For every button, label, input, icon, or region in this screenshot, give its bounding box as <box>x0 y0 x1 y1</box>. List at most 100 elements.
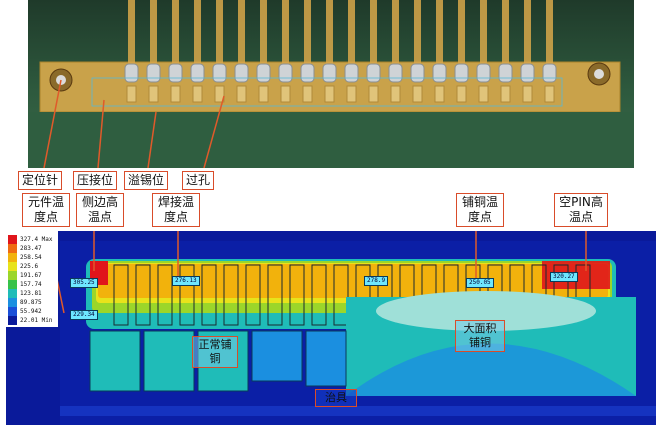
normal-copper-block-1 <box>89 330 141 392</box>
legend-swatch <box>8 289 17 298</box>
solder-blob <box>454 63 469 83</box>
probe-mid: 278.9 <box>364 276 389 286</box>
flex-finger <box>150 0 157 74</box>
legend-level: 327.4 Max <box>20 236 53 243</box>
solder-blob <box>234 63 249 83</box>
pin-outline <box>333 264 349 326</box>
pin-outline <box>311 264 327 326</box>
locating-pin-right-head <box>594 69 604 79</box>
fixture-base <box>60 406 656 416</box>
flex-finger <box>458 0 465 74</box>
normal-copper-block-4 <box>251 330 303 382</box>
pin-outline <box>289 264 305 326</box>
label-copper-temp-point: 铺铜温度点 <box>456 193 504 227</box>
legend-swatch <box>8 235 17 244</box>
label-locating-pin: 定位针 <box>18 171 63 190</box>
flex-finger <box>502 0 509 74</box>
solder-blob <box>520 63 535 83</box>
photo-leader-lines <box>43 79 225 168</box>
solder-blob <box>322 63 337 83</box>
flex-finger <box>194 0 201 74</box>
copper-warm-zone <box>376 291 596 331</box>
solder-blob <box>256 63 271 83</box>
press-pad <box>412 85 423 103</box>
legend-swatch <box>8 253 17 262</box>
press-pad <box>434 85 445 103</box>
flex-finger <box>128 0 135 74</box>
legend-swatch <box>8 307 17 316</box>
press-pad <box>544 85 555 103</box>
pin-outline <box>223 264 239 326</box>
solder-blob <box>278 63 293 83</box>
flex-finger <box>392 0 399 74</box>
solder-blob <box>146 63 161 83</box>
pin-outline <box>267 264 283 326</box>
label-large-copper: 大面积铺铜 <box>455 320 505 352</box>
flex-finger <box>238 0 245 74</box>
solder-blob <box>542 63 557 83</box>
legend-level: 225.6 <box>20 263 39 270</box>
solder-blob <box>168 63 183 83</box>
probe-side-high: 305.25 <box>70 278 98 288</box>
legend-level: 258.54 <box>20 254 42 261</box>
solder-blob <box>190 63 205 83</box>
press-pad <box>258 85 269 103</box>
label-via-hole: 过孔 <box>182 171 215 190</box>
flex-finger <box>348 0 355 74</box>
pin-outline <box>245 264 261 326</box>
label-fixture: 治具 <box>315 389 357 407</box>
flex-finger <box>304 0 311 74</box>
pin-outline <box>157 264 173 326</box>
solder-blob <box>212 63 227 83</box>
copper-cool-zone <box>346 343 636 396</box>
legend-swatch <box>8 280 17 289</box>
legend-level: 55.942 <box>20 308 42 315</box>
press-pad <box>214 85 225 103</box>
flex-finger <box>282 0 289 74</box>
press-pad <box>280 85 291 103</box>
flex-fingers <box>128 0 553 74</box>
probe-solder: 276.13 <box>172 276 200 286</box>
press-pad <box>126 85 137 103</box>
solder-blob <box>344 63 359 83</box>
pin-outline <box>179 264 195 326</box>
legend-level: 157.74 <box>20 281 42 288</box>
legend-level: 191.67 <box>20 272 42 279</box>
solder-blob <box>366 63 381 83</box>
press-pad <box>170 85 181 103</box>
probe-empty-pin: 320.27 <box>550 272 578 282</box>
label-solder-overflow: 溢锡位 <box>124 171 169 190</box>
press-area-outline <box>91 77 563 107</box>
press-pad <box>456 85 467 103</box>
legend-swatch <box>8 262 17 271</box>
label-normal-copper: 正常铺铜 <box>192 336 238 368</box>
pin-outline <box>113 264 129 326</box>
label-component-temp-point: 元件温度点 <box>22 193 70 227</box>
solder-blob <box>498 63 513 83</box>
probe-component: 229.34 <box>70 310 98 320</box>
flex-finger <box>370 0 377 74</box>
solder-blob <box>300 63 315 83</box>
pcb-photo-drawing <box>28 0 634 168</box>
solder-blob <box>388 63 403 83</box>
normal-copper-block-2 <box>143 330 195 392</box>
label-side-high-temp-point: 侧边高温点 <box>76 193 124 227</box>
flex-finger <box>216 0 223 74</box>
press-pad <box>390 85 401 103</box>
label-solder-temp-point: 焊接温度点 <box>152 193 200 227</box>
press-pad <box>148 85 159 103</box>
legend-swatch <box>8 244 17 253</box>
pin-outline <box>135 264 151 326</box>
press-pad <box>192 85 203 103</box>
press-pad <box>368 85 379 103</box>
legend-level: 283.47 <box>20 245 42 252</box>
press-pad <box>500 85 511 103</box>
legend-swatch <box>8 271 17 280</box>
solder-blob <box>432 63 447 83</box>
flex-finger <box>326 0 333 74</box>
press-pad <box>236 85 247 103</box>
label-empty-pin-high-temp: 空PIN高温点 <box>554 193 608 227</box>
flex-finger <box>414 0 421 74</box>
